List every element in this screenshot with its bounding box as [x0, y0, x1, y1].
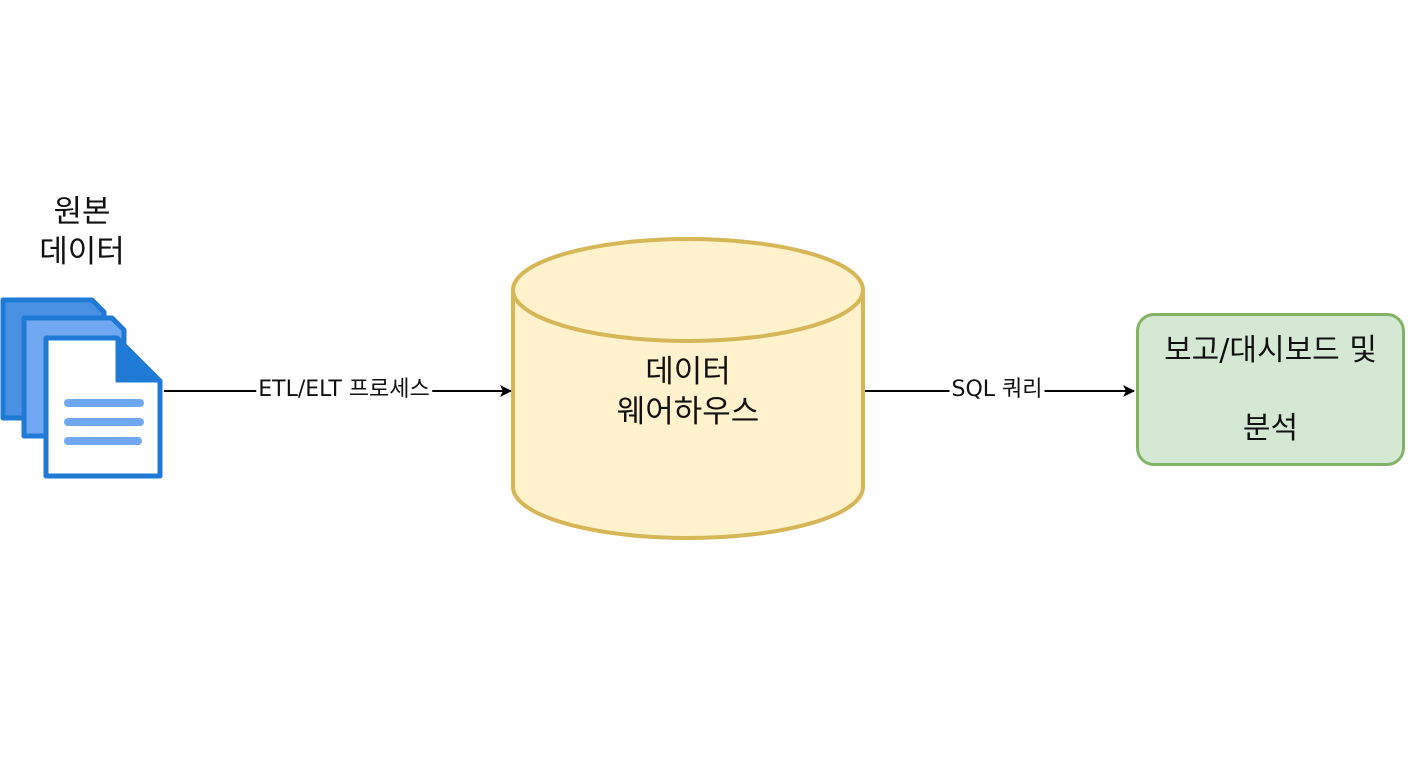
document-text-line — [64, 418, 144, 426]
document-fold-corner — [115, 336, 162, 383]
warehouse-cylinder-top — [511, 237, 865, 343]
source-data-title-line1: 원본 — [53, 194, 111, 230]
document-text-line — [64, 437, 142, 445]
edge-etl-label: ETL/ELT 프로세스 — [256, 376, 432, 404]
edge-sql-label: SQL 쿼리 — [949, 376, 1045, 404]
report-dashboard-box: 보고/대시보드 및 분석 — [1136, 313, 1405, 466]
document-text-line — [64, 399, 144, 407]
source-data-title: 원본 데이터 — [0, 192, 164, 273]
warehouse-cylinder — [511, 237, 865, 540]
report-dashboard-label-line2: 분석 — [1242, 411, 1299, 446]
warehouse-label-line1: 데이터 — [645, 354, 731, 390]
warehouse-label: 데이터 웨어하우스 — [513, 352, 863, 433]
report-dashboard-label: 보고/대시보드 및 분석 — [1164, 292, 1377, 487]
warehouse-cylinder-body — [511, 290, 865, 540]
warehouse-label-line2: 웨어하우스 — [616, 394, 760, 431]
source-data-title-line2: 데이터 — [39, 234, 125, 271]
document-stack-icon — [0, 297, 163, 479]
report-dashboard-label-line1: 보고/대시보드 및 — [1164, 333, 1377, 368]
